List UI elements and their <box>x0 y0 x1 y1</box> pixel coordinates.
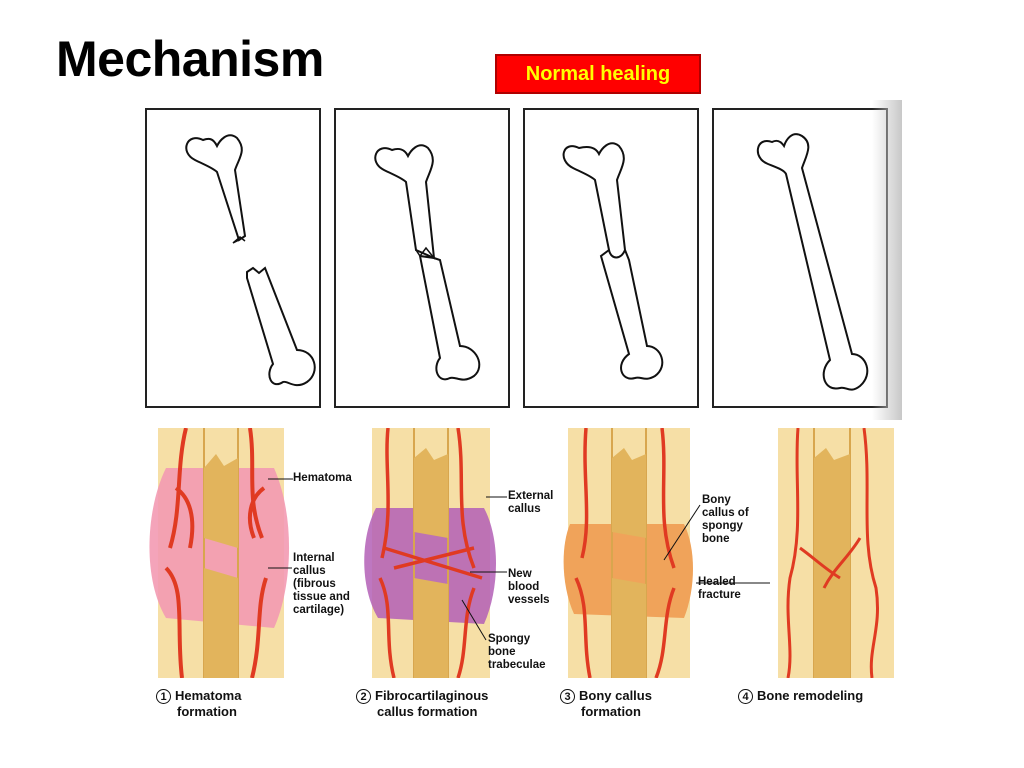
stage-hematoma-illustration <box>146 428 296 678</box>
step-number-2: 2 <box>356 689 371 704</box>
stage-fibrocartilaginous-illustration <box>354 428 504 678</box>
page-title: Mechanism <box>56 31 324 87</box>
sketch-panel-3 <box>523 108 699 408</box>
stage-bone-remodeling-illustration <box>764 428 914 678</box>
callus-bone-sketch <box>562 142 664 380</box>
normal-healing-badge: Normal healing <box>495 54 701 94</box>
hematoma-leader-line <box>268 478 293 480</box>
step-number-1: 1 <box>156 689 171 704</box>
label-hematoma: Hematoma <box>293 472 352 484</box>
sketch-panel-2 <box>334 108 510 408</box>
healed-bone-sketch <box>757 133 869 391</box>
scan-shadow <box>872 100 902 420</box>
fractured-bone-sketch <box>185 134 316 387</box>
step-number-4: 4 <box>738 689 753 704</box>
stage-bony-callus-illustration <box>556 428 706 678</box>
sketch-panel-1 <box>145 108 321 408</box>
step-number-3: 3 <box>560 689 575 704</box>
sketch-panel-4 <box>712 108 888 408</box>
aligned-bone-sketch <box>374 144 481 381</box>
